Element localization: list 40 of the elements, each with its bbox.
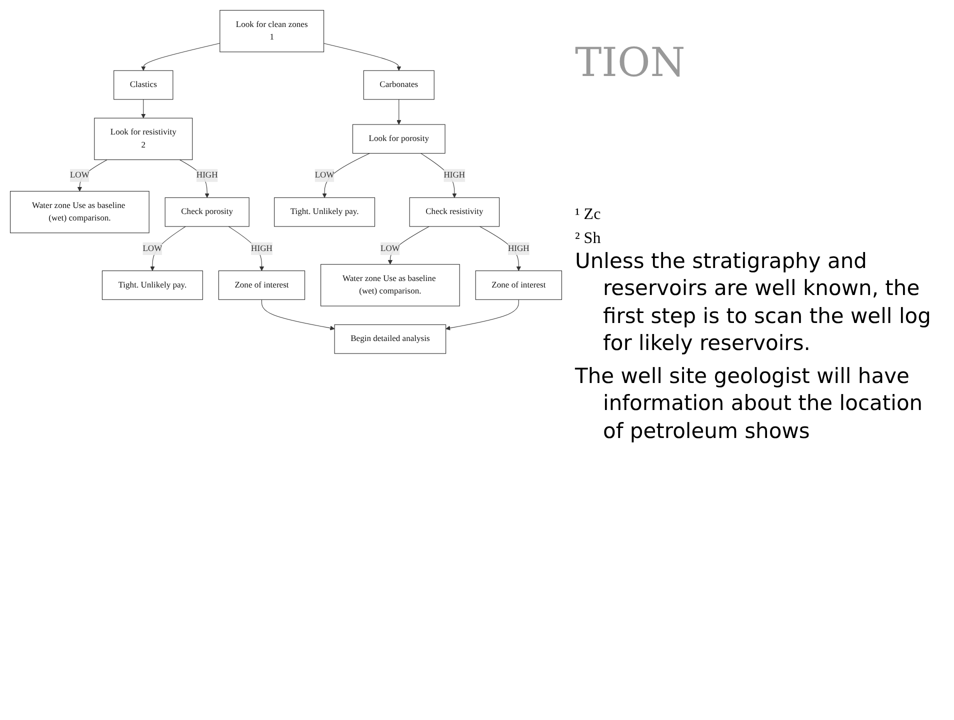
node-box: Tight. Unlikely pay. (102, 270, 203, 300)
node-box: Zone of interest (475, 270, 562, 300)
node-box: Look for porosity (352, 124, 446, 154)
title-fragment: TION (575, 40, 686, 86)
node-box: Clastics (114, 70, 174, 100)
arrow (261, 299, 335, 330)
edge-label: HIGH (508, 244, 530, 253)
arrow (324, 43, 402, 71)
node-box: Zone of interest (218, 270, 306, 300)
footnote: ¹ Zc (575, 206, 602, 224)
arrow (322, 153, 370, 198)
arrow (420, 153, 457, 198)
arrow (388, 226, 430, 265)
node-box: Water zone Use as baseline (wet) comparison. (320, 264, 460, 306)
arrow (141, 43, 220, 71)
arrow (150, 226, 186, 271)
node-box: Water zone Use as baseline (wet) comparison. (10, 190, 150, 234)
node-box: Begin detailed analysis (334, 324, 446, 354)
node-box: Check porosity (164, 197, 250, 227)
arrow (228, 226, 264, 271)
node-box: Carbonates (363, 70, 434, 100)
edge-label: HIGH (251, 244, 272, 253)
edge-label: HIGH (444, 170, 466, 180)
edge-label: LOW (70, 170, 90, 180)
edge-label: HIGH (196, 170, 218, 180)
paragraph: The well site geologist will have information about the location of petroleum shows (575, 363, 924, 445)
arrow (396, 99, 402, 125)
node-box: Look for clean zones 1 (220, 10, 324, 52)
edge-label: LOW (314, 170, 334, 180)
paragraph: Unless the stratigraphy and reservoirs are well known, the first step is to scan the well log for likely reservoirs. (575, 248, 932, 357)
arrow (446, 299, 519, 330)
arrow (479, 226, 522, 271)
edge-label: LOW (380, 244, 400, 253)
arrow (179, 159, 210, 198)
edge-label: LOW (142, 244, 162, 253)
node-box: Tight. Unlikely pay. (274, 197, 376, 227)
arrow (141, 99, 146, 118)
footnote: ² Sh (575, 230, 602, 248)
node-box: Check resistivity (409, 197, 500, 227)
node-box: Look for resistivity 2 (94, 118, 193, 160)
